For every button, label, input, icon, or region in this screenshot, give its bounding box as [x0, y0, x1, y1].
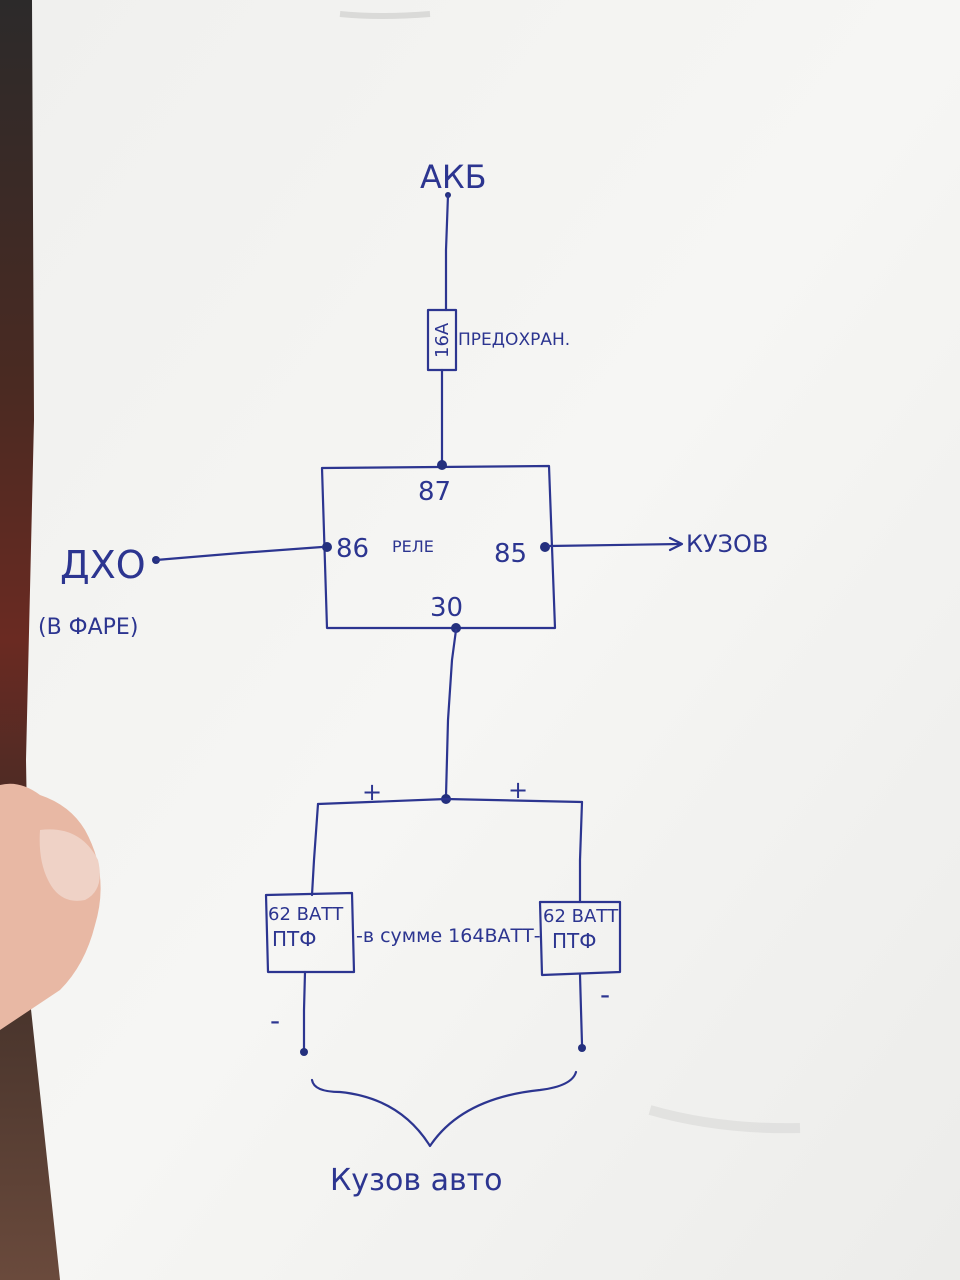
relay-label: РЕЛЕ — [392, 537, 434, 556]
wire-relay-to-junction — [444, 628, 458, 798]
lamp-left-power: 62 ВАТТ — [268, 904, 344, 925]
lamp-left-box — [264, 891, 356, 974]
ground-right-label: КУЗОВ — [686, 530, 768, 558]
relay-box — [320, 464, 557, 630]
plus-right: + — [508, 776, 528, 804]
wire-drl-to-relay — [154, 545, 324, 562]
relay-pin-85: 85 — [494, 539, 527, 569]
lamp-right-name: ПТФ — [552, 929, 596, 953]
wire-right-down — [578, 800, 584, 904]
relay-pin-85-dot — [540, 542, 550, 552]
relay-pin-87-dot — [437, 460, 447, 470]
relay-pin-87: 87 — [418, 477, 451, 507]
lamp-right-power: 62 ВАТТ — [543, 906, 619, 927]
fuse-label: ПРЕДОХРАН. — [458, 330, 570, 350]
wire-left-down — [310, 802, 320, 897]
wire-bus-top — [316, 797, 584, 806]
ground-brace — [310, 1070, 578, 1148]
wire-left-to-ground — [302, 970, 307, 1050]
plus-left: + — [362, 778, 382, 806]
battery-label: АКБ — [420, 158, 487, 196]
relay-pin-30: 30 — [430, 593, 463, 623]
right-ground-dot — [578, 1044, 586, 1052]
minus-left: - — [270, 1004, 280, 1037]
lamp-right-box — [538, 900, 622, 977]
fuse-rating: 16А — [432, 322, 453, 358]
drl-label: ДХО — [60, 543, 146, 587]
relay-pin-86-dot — [322, 542, 332, 552]
arrow-head-body — [668, 536, 684, 552]
wire-right-to-ground — [578, 973, 584, 1046]
total-power-note: -в сумме 164ВАТТ- — [356, 925, 541, 947]
relay-pin-86: 86 — [336, 534, 369, 564]
ground-bottom-label: Кузов авто — [330, 1163, 502, 1198]
lamp-left-name: ПТФ — [272, 927, 316, 951]
wire-relay-to-body — [547, 542, 682, 548]
left-ground-dot — [300, 1048, 308, 1056]
relay-pin-30-dot — [451, 623, 461, 633]
drl-sublabel: (В ФАРЕ) — [38, 615, 138, 640]
wire-battery-to-fuse — [444, 193, 450, 312]
minus-right: - — [600, 978, 610, 1011]
